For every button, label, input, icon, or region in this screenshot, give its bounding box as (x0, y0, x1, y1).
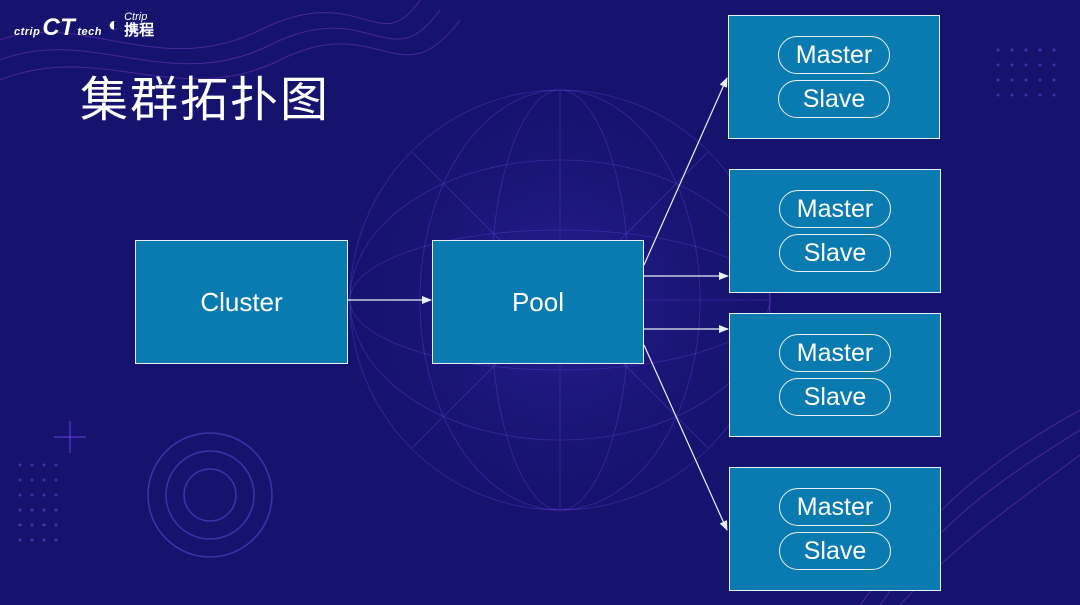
dot-grid-left (18, 463, 58, 542)
slave-node: Slave (779, 378, 891, 416)
dolphin-icon: ◐ (108, 14, 121, 36)
arrow-pool-to-group-1 (643, 77, 728, 266)
ctrip-tech-logo-left: ctrip (14, 26, 41, 38)
ctrip-logo-en: Ctrip (124, 11, 148, 23)
ctrip-logo: ◐ Ctrip 携程 (108, 12, 154, 39)
master-node: Master (779, 190, 891, 228)
slide-title: 集群拓扑图 (80, 72, 331, 128)
ctrip-logo-cn: 携程 (124, 22, 155, 39)
master-node: Master (779, 334, 891, 372)
cluster-node: Cluster (135, 240, 348, 364)
pool-node: Pool (432, 240, 644, 364)
ctrip-tech-logo-right: tech (77, 26, 102, 38)
master-node: Master (778, 36, 890, 74)
master-node: Master (779, 488, 891, 526)
ctrip-tech-logo-mark: CT (42, 14, 76, 41)
replica-group-3: Master Slave (729, 313, 941, 437)
slave-node: Slave (779, 234, 891, 272)
plus-mark (54, 421, 86, 453)
replica-group-4: Master Slave (729, 467, 941, 591)
dot-grid-right (996, 48, 1056, 97)
replica-group-2: Master Slave (729, 169, 941, 293)
slave-node: Slave (779, 532, 891, 570)
arrow-pool-to-group-4 (643, 344, 728, 531)
target-circles (147, 432, 273, 558)
slave-node: Slave (778, 80, 890, 118)
replica-group-1: Master Slave (728, 15, 940, 139)
